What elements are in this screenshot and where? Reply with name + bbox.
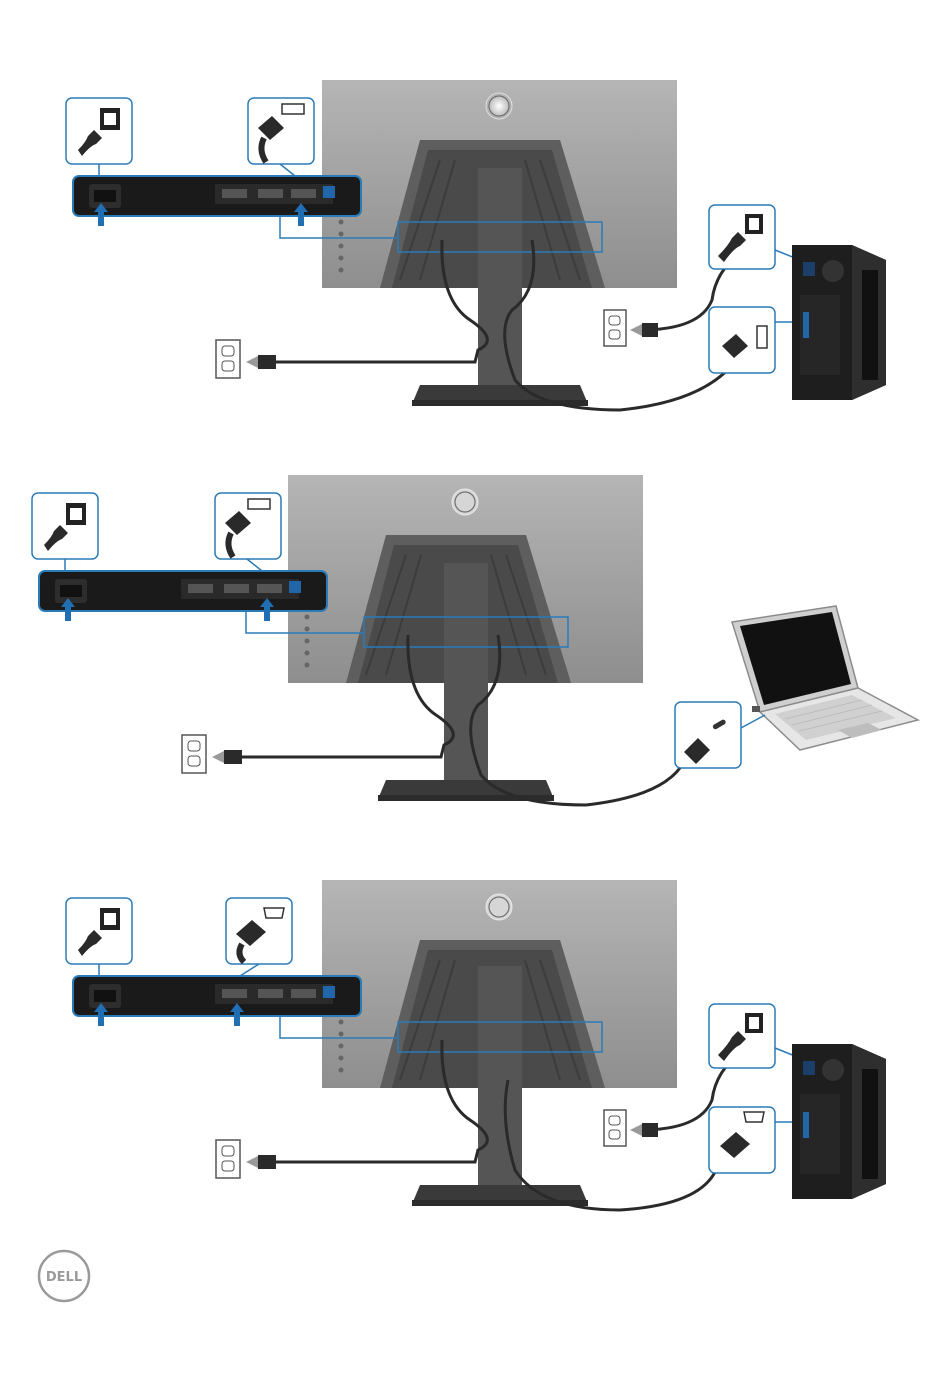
monitor-back xyxy=(322,880,677,1206)
displayport-connector-callout xyxy=(215,493,281,571)
displayport-connector-callout xyxy=(248,98,314,176)
diagram-panel-desktop-displayport xyxy=(0,0,950,420)
desktop-tower xyxy=(792,1044,886,1199)
monitor-back xyxy=(288,475,643,801)
diagram-panel-laptop-displayport xyxy=(0,430,950,850)
power-connector-callout xyxy=(66,898,132,976)
desktop-tower xyxy=(792,245,886,400)
diagram-panel-desktop-hdmi xyxy=(0,870,950,1290)
wall-outlet-icon xyxy=(216,340,276,378)
wall-outlet-icon xyxy=(182,735,242,773)
laptop-usb-c-callout xyxy=(675,702,765,768)
power-connector-callout xyxy=(66,98,132,176)
power-connector-callout xyxy=(32,493,98,571)
dell-logo-icon: DELL xyxy=(36,1248,92,1304)
pc-hdmi-callout xyxy=(709,1107,803,1173)
monitor-back xyxy=(322,80,677,406)
footer-logo-text: DELL xyxy=(46,1270,82,1285)
wall-outlet-icon xyxy=(604,310,658,346)
pc-power-callout xyxy=(709,1004,805,1068)
pc-displayport-callout xyxy=(709,307,803,373)
laptop xyxy=(732,606,918,750)
wall-outlet-icon xyxy=(604,1110,658,1146)
pc-power-callout xyxy=(709,205,805,269)
wall-outlet-icon xyxy=(216,1140,276,1178)
hdmi-connector-callout xyxy=(226,898,292,976)
